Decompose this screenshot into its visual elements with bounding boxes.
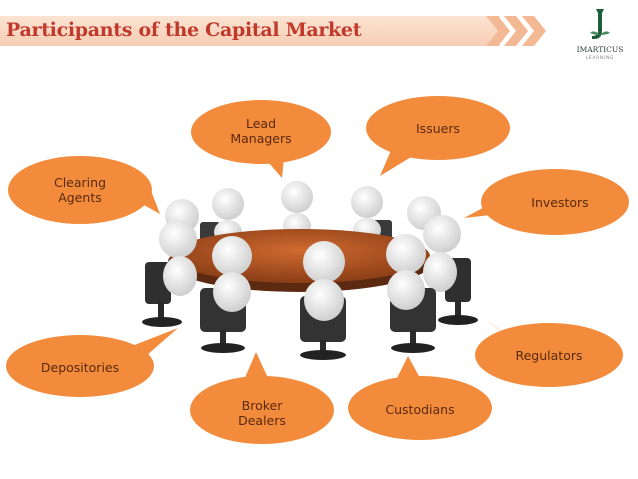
title-chevrons [486,16,546,46]
bubble-investors [464,169,629,235]
bubble-lead-managers [191,100,331,178]
label-regulators: Regulators [515,348,583,363]
logo: IMARTICUS LEARNING [570,5,630,65]
side-figures [142,215,478,327]
bubble-regulators [475,318,623,387]
label-investors: Investors [531,195,589,210]
label-broker-dealers: Broker Dealers [238,398,286,428]
logo-icon [590,9,610,39]
front-figures [200,234,436,360]
bubble-depositories [6,328,178,397]
logo-name: IMARTICUS [576,45,624,54]
label-lead-managers: Lead Managers [230,116,292,146]
page-title: Participants of the Capital Market [6,19,362,41]
label-depositories: Depositories [40,360,120,375]
bubble-broker-dealers [190,352,334,444]
logo-tagline: LEARNING [585,55,615,60]
title-bar [0,16,500,46]
bubble-custodians [348,356,492,440]
bubble-clearing-agents [8,156,160,224]
label-custodians: Custodians [385,402,455,417]
label-issuers: Issuers [416,121,460,136]
bubble-issuers [366,96,510,176]
label-clearing-agents: Clearing Agents [53,175,107,205]
